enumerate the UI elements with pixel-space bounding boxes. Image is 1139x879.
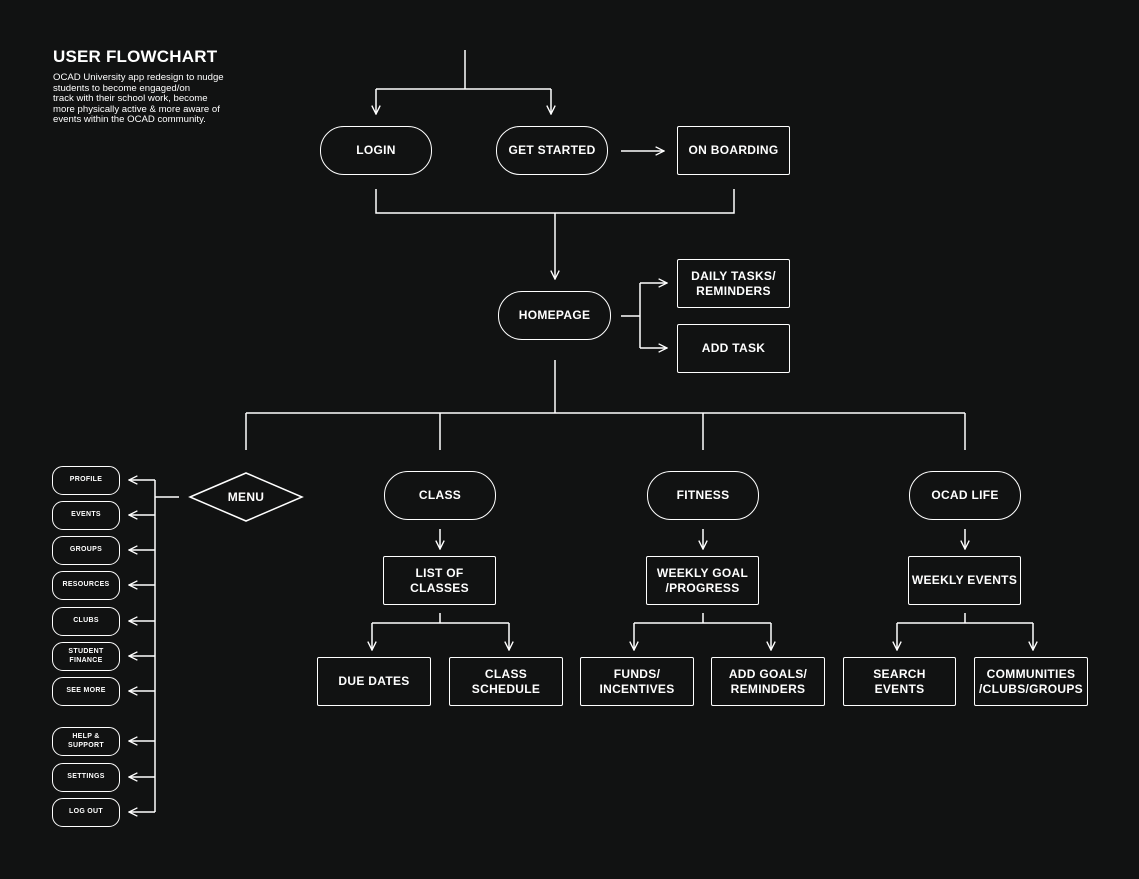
connector-class-branch [372,613,509,624]
connector-menu-items [154,480,179,812]
class-schedule-node: CLASS SCHEDULE [449,657,563,706]
menu-node: MENU [227,490,265,504]
login-node: LOGIN [320,126,432,175]
menu-item-groups: GROUPS [52,536,120,565]
add-task-node: ADD TASK [677,324,790,373]
due-dates-node: DUE DATES [317,657,431,706]
ocad-life-node: OCAD LIFE [909,471,1021,520]
search-events-node: SEARCH EVENTS [843,657,956,706]
menu-item-profile: PROFILE [52,466,120,495]
on-boarding-node: ON BOARDING [677,126,790,175]
connector-homepage-sections [245,360,966,450]
menu-item-help-support: HELP & SUPPORT [52,727,120,756]
fitness-node: FITNESS [647,471,759,520]
menu-item-see-more: SEE MORE [52,677,120,706]
header: USER FLOWCHART OCAD University app redes… [53,47,253,126]
funds-incentives-node: FUNDS/ INCENTIVES [580,657,694,706]
menu-item-settings: SETTINGS [52,763,120,792]
menu-item-events: EVENTS [52,501,120,530]
menu-item-student-finance: STUDENT FINANCE [52,642,120,671]
page-description: OCAD University app redesign to nudge st… [53,72,224,126]
add-goals-node: ADD GOALS/ REMINDERS [711,657,825,706]
menu-item-clubs: CLUBS [52,607,120,636]
connector-homepage-tasks [621,283,641,348]
get-started-node: GET STARTED [496,126,608,175]
menu-diamond [188,472,304,522]
daily-tasks-node: DAILY TASKS/ REMINDERS [677,259,790,308]
communities-node: COMMUNITIES /CLUBS/GROUPS [974,657,1088,706]
list-of-classes-node: LIST OF CLASSES [383,556,496,605]
menu-item-resources: RESOURCES [52,571,120,600]
connector-ocad-branch [897,613,1033,624]
connector-fitness-branch [634,613,771,624]
page-title: USER FLOWCHART [53,47,218,66]
homepage-node: HOMEPAGE [498,291,611,340]
weekly-events-node: WEEKLY EVENTS [908,556,1021,605]
class-node: CLASS [384,471,496,520]
connector-merge [375,189,735,214]
weekly-goal-node: WEEKLY GOAL /PROGRESS [646,556,759,605]
menu-item-log-out: LOG OUT [52,798,120,827]
